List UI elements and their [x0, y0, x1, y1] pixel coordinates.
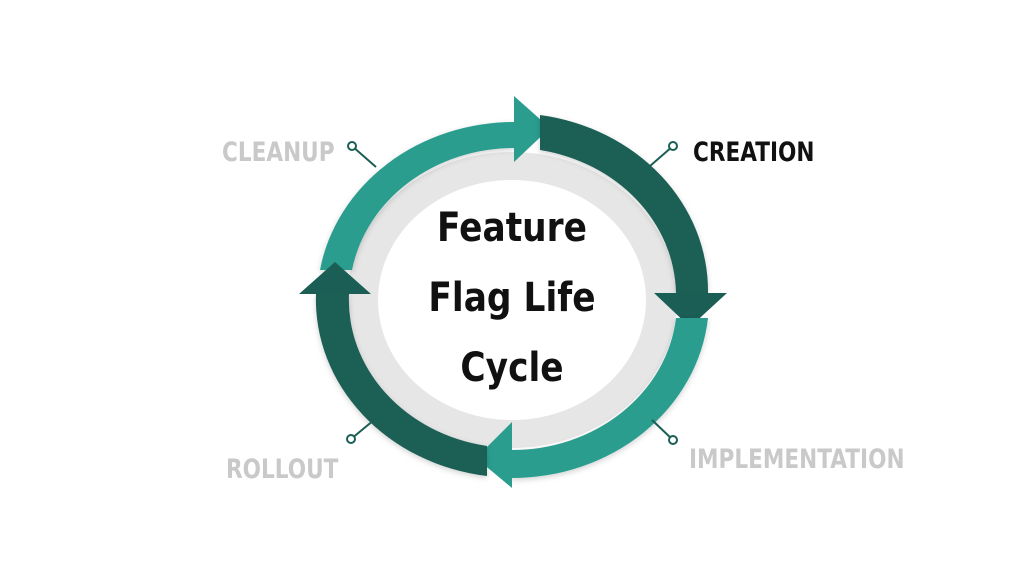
- stage-label-cleanup: CLEANUP: [222, 137, 335, 168]
- center-disc: [378, 180, 646, 420]
- diagram-title: Feature Flag Life Cycle: [384, 193, 640, 403]
- connector-cleanup: [347, 141, 377, 168]
- arrow-segment-rollout: [315, 294, 487, 476]
- title-line-1: Feature: [437, 205, 587, 251]
- connector-rollout: [346, 419, 375, 444]
- arrowhead-to-implementation: [654, 293, 727, 327]
- title-line-2: Flag Life: [428, 275, 596, 321]
- connector-implementation: [651, 419, 678, 445]
- stage-label-implementation: IMPLEMENTATION: [689, 444, 905, 475]
- arrow-segment-implementation: [510, 318, 708, 479]
- connector-creation: [649, 141, 678, 167]
- arrowhead-to-creation: [514, 96, 550, 162]
- title-line-3: Cycle: [460, 345, 564, 391]
- stage-label-rollout: ROLLOUT: [226, 454, 339, 485]
- arrow-segment-cleanup: [320, 121, 515, 270]
- arrowhead-to-cleanup: [299, 262, 371, 294]
- arrow-segment-creation: [540, 115, 709, 293]
- arrowhead-to-rollout: [476, 422, 512, 488]
- stage-label-creation: CREATION: [693, 137, 815, 168]
